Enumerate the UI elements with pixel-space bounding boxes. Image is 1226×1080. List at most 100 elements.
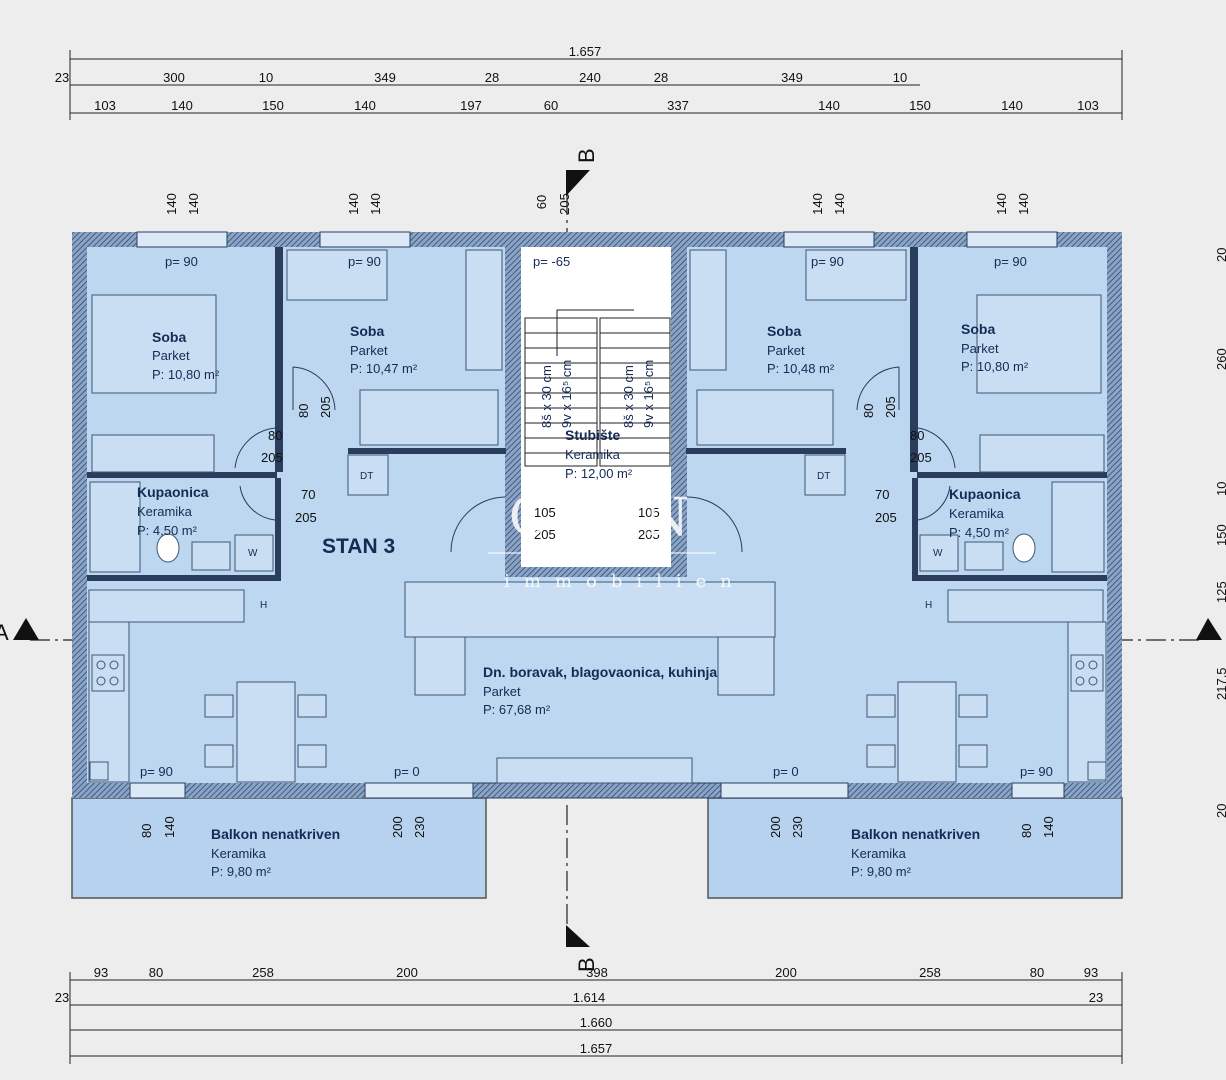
- dim-label: 80: [149, 965, 163, 980]
- dim-label: 200: [390, 816, 405, 838]
- room-balcony-left: Balkon nenatkriven Keramika P: 9,80 m²: [211, 826, 340, 879]
- room-name: Soba: [767, 323, 801, 339]
- fixture-h: H: [260, 600, 267, 611]
- dim-label: 398: [586, 965, 608, 980]
- stair-flight-right: 8š x 30 cm: [621, 365, 636, 428]
- section-label-a: A: [0, 620, 9, 645]
- room-bath-left: Kupaonica Keramika P: 4,50 m²: [137, 484, 209, 538]
- room-soba-2: Soba Parket P: 10,47 m²: [350, 323, 418, 376]
- room-name: Balkon nenatkriven: [851, 826, 980, 842]
- room-name: Soba: [152, 329, 186, 345]
- section-label-b: B: [574, 957, 599, 972]
- dim-label: 230: [790, 816, 805, 838]
- room-soba-4: Soba Parket P: 10,80 m²: [961, 321, 1029, 374]
- dim-label: 10: [259, 70, 273, 85]
- room-area: P: 9,80 m²: [211, 864, 272, 879]
- stair-flight-left: 8š x 30 cm: [539, 365, 554, 428]
- dim-label: 80: [1019, 824, 1034, 838]
- dim-label: 20: [1214, 804, 1226, 818]
- sill-label: p= 90: [165, 254, 198, 269]
- sill-label: p= 90: [994, 254, 1027, 269]
- fixture-dt: DT: [360, 471, 373, 482]
- dim-label: 80: [861, 404, 876, 418]
- chairs: [204, 694, 988, 768]
- door-dims: 80 205 80 205 70 205 105 205 105 205 80 …: [139, 396, 1056, 838]
- sill-label: p= 90: [140, 764, 173, 779]
- room-floor: Parket: [483, 684, 521, 699]
- dim-top-row3: 103 140 150 140 197 60 337 140 150 140 1…: [94, 98, 1099, 113]
- room-area: P: 67,68 m²: [483, 702, 551, 717]
- sill-label: p= 0: [394, 764, 420, 779]
- dim-label: 105: [638, 505, 660, 520]
- dim-label: 205: [318, 396, 333, 418]
- room-floor: Parket: [961, 341, 999, 356]
- dim-label: 197: [460, 98, 482, 113]
- dim-label: 125: [1214, 581, 1226, 603]
- dim-label: 205: [875, 510, 897, 525]
- fixture-w: W: [248, 548, 258, 559]
- balcony-right: [707, 797, 1123, 899]
- right-side-dims: 20 260 10 150 125 217.5 20: [1214, 248, 1226, 818]
- dim-label: 28: [485, 70, 499, 85]
- dim-label: 140: [994, 193, 1009, 215]
- dim-label: 260: [1214, 348, 1226, 370]
- dim-label: 105: [534, 505, 556, 520]
- dim-label: 80: [1030, 965, 1044, 980]
- dim-label: 28: [654, 70, 668, 85]
- stairwell: [521, 247, 671, 567]
- bottom-dimension-lines: [69, 972, 1123, 1064]
- room-name: Kupaonica: [949, 486, 1021, 502]
- dim-label: 103: [1077, 98, 1099, 113]
- room-floor: Keramika: [137, 504, 193, 519]
- fixture-h: H: [925, 600, 932, 611]
- room-area: P: 10,80 m²: [961, 359, 1029, 374]
- dim-label: 205: [534, 527, 556, 542]
- dim-label: 80: [268, 428, 282, 443]
- room-floor: Keramika: [211, 846, 267, 861]
- balcony-left: [71, 797, 487, 899]
- section-arrow-icon: [1196, 618, 1222, 640]
- dim-label: 150: [262, 98, 284, 113]
- dim-label: 10: [1214, 482, 1226, 496]
- section-arrow-icon: [13, 618, 39, 640]
- watermark-tagline: immobilien: [504, 571, 746, 592]
- dim-bottom-row3: 1.660: [580, 1015, 613, 1030]
- dim-label: 205: [883, 396, 898, 418]
- dim-label: 150: [1214, 524, 1226, 546]
- top-dimension-lines: [69, 50, 1123, 120]
- sill-label: p= 0: [773, 764, 799, 779]
- watermark-brand: CREN: [509, 488, 695, 548]
- dim-label: 349: [374, 70, 396, 85]
- dim-label: 205: [295, 510, 317, 525]
- sill-label: p= -65: [533, 254, 570, 269]
- room-soba-3: Soba Parket P: 10,48 m²: [767, 323, 835, 376]
- fixture-dt: DT: [817, 471, 830, 482]
- dim-label: 80: [139, 824, 154, 838]
- dim-label: 205: [910, 450, 932, 465]
- dim-label: 140: [810, 193, 825, 215]
- dim-label: 70: [875, 487, 889, 502]
- dim-label: 60: [534, 195, 549, 209]
- room-soba-1: Soba Parket P: 10,80 m²: [152, 329, 220, 382]
- dim-label: 93: [1084, 965, 1098, 980]
- dim-label: 20: [1214, 248, 1226, 262]
- dim-label: 205: [261, 450, 283, 465]
- fixture-labels: DT DT W W H H: [248, 471, 943, 611]
- room-floor: Parket: [152, 348, 190, 363]
- dim-label: 200: [768, 816, 783, 838]
- cooktops: [89, 654, 1107, 781]
- dim-label: 240: [579, 70, 601, 85]
- room-floor: Parket: [350, 343, 388, 358]
- dim-label: 200: [775, 965, 797, 980]
- dim-label: 93: [94, 965, 108, 980]
- dim-label: 60: [544, 98, 558, 113]
- room-name: Balkon nenatkriven: [211, 826, 340, 842]
- window-dims-top: 140 140 140 140 60 205 140 140 140 140: [164, 193, 1031, 215]
- room-name: Soba: [350, 323, 384, 339]
- dim-bottom-row2: 1.614: [573, 990, 606, 1005]
- dim-label: 10: [893, 70, 907, 85]
- stair-flight-right: 9v x 16⁵ cm: [641, 360, 656, 428]
- sill-label: p= 90: [811, 254, 844, 269]
- room-floor: Parket: [767, 343, 805, 358]
